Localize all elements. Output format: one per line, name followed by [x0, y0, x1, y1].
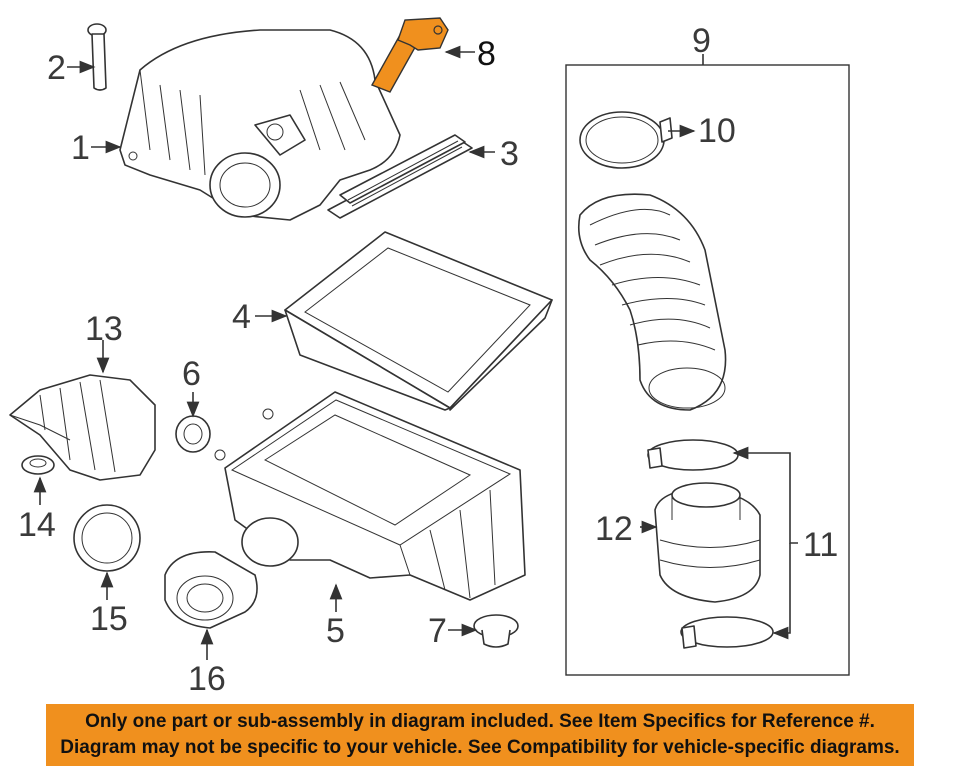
part-5-lower-housing: [214, 391, 526, 601]
disclaimer-line-1: Only one part or sub-assembly in diagram…: [85, 711, 875, 732]
part-2-bolt: [87, 23, 107, 91]
callout-9: 9: [692, 22, 711, 60]
part-16-adapter: [164, 551, 258, 629]
callout-11: 11: [803, 526, 838, 564]
part-8-maf-sensor: [370, 17, 449, 93]
leader-arrows: [33, 45, 798, 660]
part-1-upper-housing: [119, 29, 401, 221]
callout-8: 8: [477, 35, 496, 73]
callout-1: 1: [71, 129, 90, 167]
callout-3: 3: [500, 135, 519, 173]
part-13-resonator: [9, 374, 156, 481]
disclaimer-line-2: Diagram may not be specific to your vehi…: [60, 737, 900, 758]
callout-10: 10: [698, 112, 736, 150]
part-6-grommet: [175, 415, 211, 453]
part-11-clamps: [647, 439, 774, 649]
callout-6: 6: [182, 355, 201, 393]
part-15-seal: [73, 504, 141, 572]
disclaimer-banner: Only one part or sub-assembly in diagram…: [46, 704, 914, 766]
part-12-housing: [654, 482, 761, 603]
callout-16: 16: [188, 660, 226, 698]
part-9-group-box: [565, 64, 850, 676]
callout-15: 15: [90, 600, 128, 638]
callout-5: 5: [326, 612, 345, 650]
callout-12: 12: [595, 510, 633, 548]
part-3-filter-element: [327, 134, 473, 219]
intake-duct-hose: [577, 193, 727, 411]
part-14-grommet: [21, 455, 55, 475]
parts-diagram: 2 1 3 8 9 10 4 13 6 14 12 11 15 5 7 16: [9, 17, 850, 698]
callout-7: 7: [428, 612, 447, 650]
part-4-air-filter: [284, 231, 553, 411]
callout-4: 4: [232, 298, 251, 336]
part-7-plug: [473, 614, 519, 648]
callout-13: 13: [85, 310, 123, 348]
callout-2: 2: [47, 49, 66, 87]
part-10-clamp: [579, 111, 673, 169]
callout-14: 14: [18, 506, 56, 544]
